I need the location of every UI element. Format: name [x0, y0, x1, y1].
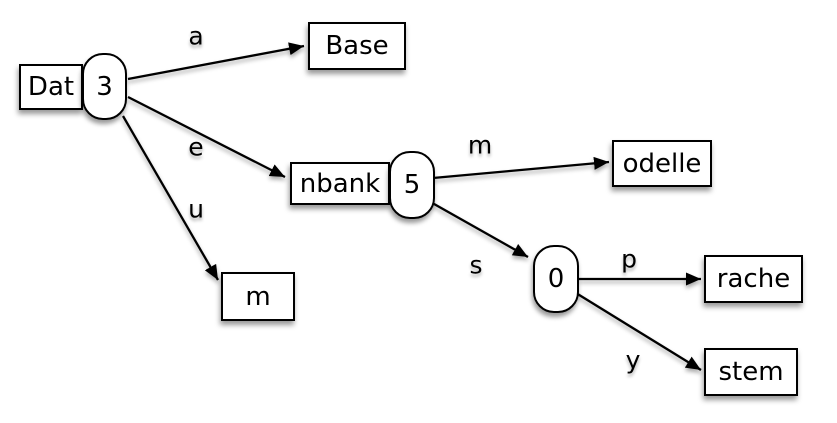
node-rache-box: rache — [704, 255, 803, 303]
edge-s-arrow — [426, 198, 529, 259]
edge-e-arrow — [127, 95, 286, 179]
edge-u-arrow — [122, 115, 219, 281]
edge-label-e: e — [188, 132, 204, 162]
node-dat-label: Dat — [27, 72, 75, 102]
edge-a-arrow — [127, 42, 305, 81]
node-stem-box: stem — [704, 348, 798, 396]
node-odelle-box: odelle — [612, 140, 712, 187]
node-zero-count: 0 — [547, 264, 565, 294]
edge-label-p: p — [621, 244, 637, 274]
node-odelle-label: odelle — [622, 148, 702, 179]
edge-label-s: s — [469, 250, 483, 280]
node-m-box: m — [221, 272, 295, 321]
node-nbank-box: nbank — [290, 162, 390, 205]
node-zero-count-capsule: 0 — [533, 245, 579, 313]
node-dat-count: 3 — [96, 71, 113, 102]
node-nbank-count: 5 — [403, 170, 421, 200]
node-dat-box: Dat — [19, 64, 83, 110]
node-rache-label: rache — [716, 264, 791, 294]
node-stem-label: stem — [718, 357, 784, 387]
node-base-label: Base — [325, 31, 389, 61]
edge-label-y: y — [625, 345, 641, 375]
node-dat-count-capsule: 3 — [82, 53, 127, 120]
edge-label-m: m — [467, 130, 493, 160]
edge-m-arrow — [432, 156, 610, 180]
edge-y-arrow — [575, 292, 702, 371]
node-nbank-count-capsule: 5 — [389, 151, 435, 219]
edge-label-u: u — [188, 194, 204, 224]
node-base-box: Base — [308, 22, 406, 70]
node-nbank-label: nbank — [299, 168, 381, 199]
node-m-label: m — [245, 281, 271, 312]
edge-label-a: a — [188, 21, 204, 51]
